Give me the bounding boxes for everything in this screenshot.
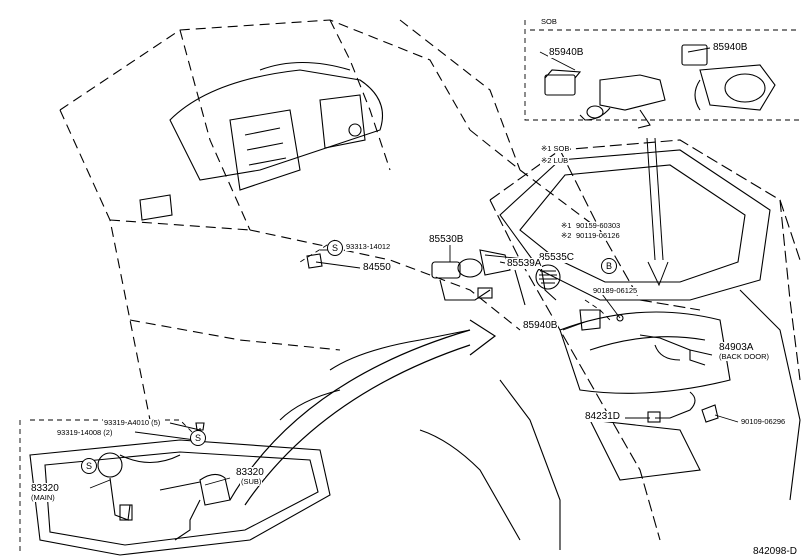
callout-lines [19, 20, 800, 555]
fuel-tank [29, 422, 331, 556]
part-label-83320-main: 83320 [30, 483, 60, 494]
marker-s: S [327, 240, 343, 256]
part-note-back-door: (BACK DOOR) [718, 352, 771, 361]
part-label-90109-06296: 90109-06296 [740, 417, 787, 426]
leader-lines [89, 47, 739, 489]
legend-note-1: ※1 SOB [540, 144, 571, 153]
diagram-id: 842098-D [752, 546, 798, 557]
part-label-84903A: 84903A [718, 342, 755, 353]
part-label-90119-06126: 90119-06126 [575, 231, 621, 240]
part-label-93319-14008: 93319-14008 (2) [56, 428, 114, 437]
legend-note-2: ※2 LUB [540, 156, 570, 165]
part-label-93313-14012: 93313-14012 [345, 242, 392, 251]
part-label-85940B: 85940B [522, 320, 559, 331]
part-label-90189-06125: 90189-06125 [592, 286, 639, 295]
part-label-93319-A4010: 93319-A4010 (5) [103, 418, 162, 427]
door-switch-group [306, 249, 719, 423]
part-label-90159-60303: 90159-60303 [575, 221, 622, 230]
part-label-83320-sub: 83320 [235, 467, 265, 478]
part-label-85539A: 85539A [506, 258, 543, 269]
dashboard-outline [59, 19, 601, 421]
part-label-84231D: 84231D [584, 411, 622, 422]
vehicle-body-outline [489, 139, 801, 541]
variant-box-title: SOB [540, 17, 558, 26]
dashboard-panels [139, 61, 384, 221]
marker-s: S [81, 458, 97, 474]
ref-note-1: ※1 [560, 221, 573, 230]
part-label-85940B: 85940B [548, 47, 585, 58]
part-note-sub: (SUB) [240, 477, 263, 486]
component-group-sob [544, 44, 776, 129]
part-label-85940B: 85940B [712, 42, 749, 53]
part-label-84550: 84550 [362, 262, 392, 273]
part-label-85535C: 85535C [538, 252, 576, 263]
part-label-85530B: 85530B [428, 234, 465, 245]
pointer-arrows [229, 137, 669, 506]
marker-b: B [601, 258, 617, 274]
part-note-main: (MAIN) [30, 493, 56, 502]
ref-note-2: ※2 [560, 231, 573, 240]
marker-s: S [190, 430, 206, 446]
